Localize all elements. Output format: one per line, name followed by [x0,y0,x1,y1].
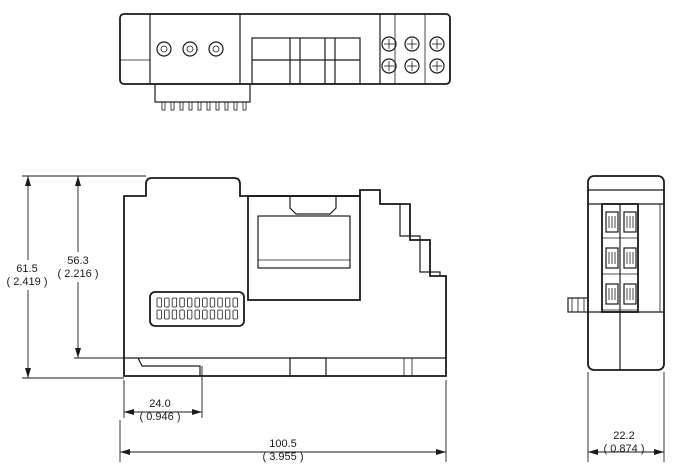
front-foot-step [137,357,201,376]
dimension-lines [22,175,665,462]
top-view [119,13,451,111]
front-clip-slot [289,357,327,377]
header-pin [215,101,220,111]
coax-connector [182,41,198,57]
connector-pin [171,309,178,320]
coax-connector-center [160,45,168,53]
connector-pin [224,309,231,320]
header-pin [197,101,202,111]
dimension-labels: 61.5 ( 2.419 ) 56.3 ( 2.216 ) 24.0 ( 0.9… [2,252,644,463]
connector-pin [186,309,193,320]
header-pin [206,101,211,111]
header-pin [188,101,193,111]
rj-module-window [257,215,351,269]
height-body-mm: 56.3 [67,255,88,267]
connector-pin [179,309,185,320]
side-terminal [605,283,619,305]
terminal-screw [429,36,445,52]
header-pin [233,101,238,111]
connector-pin [232,309,238,320]
arrowhead [75,348,81,358]
front-view-rail-step [380,203,441,276]
coax-connectors [156,41,224,57]
connector-pin [164,297,170,308]
terminal-screw [381,36,397,52]
terminal-screw [404,58,420,74]
terminal-screw [381,58,397,74]
side-view [567,175,665,371]
connector-pin [217,309,223,320]
connector-pin [202,309,208,320]
connector-pin [171,297,178,308]
connector-pin [202,297,208,308]
side-terminal [623,211,637,233]
length-overall-inch: ( 3.955 ) [263,451,304,463]
side-terminal [605,247,619,269]
latch-blocks [251,37,361,85]
foot-width-inch: ( 0.946 ) [140,411,181,423]
side-view-outline [587,175,665,371]
side-terminal [623,247,637,269]
terminal-screws [381,36,445,74]
side-terminals [602,211,638,311]
connector-pin [164,309,170,320]
rj-module-tab [289,196,337,215]
label-mask [2,260,54,290]
connector-pin [194,297,200,308]
rj-module [247,195,361,301]
arrowhead [588,449,598,455]
depth-side-mm: 22.2 [613,430,634,442]
connector-pin [186,297,193,308]
arrowhead [120,449,130,455]
connector-pin [209,297,216,308]
connector-pin [232,297,238,308]
pin-connector-housing [149,291,245,327]
arrowhead [654,449,664,455]
connector-pin [209,309,216,320]
depth-side-inch: ( 0.874 ) [604,443,645,455]
arrowhead [436,449,446,455]
terminal-screw [429,58,445,74]
foot-width-mm: 24.0 [149,398,170,410]
pin-header-pins [161,101,247,111]
arrowhead [25,176,31,186]
coax-connector-center [212,45,220,53]
pin-connector-pins [156,297,238,320]
connector-pin [156,297,162,308]
length-overall-mm: 100.5 [269,438,297,450]
front-view-outline [123,177,447,377]
header-pin [161,101,166,111]
header-pin [179,101,184,111]
top-view-left-section [149,13,241,85]
header-pin [224,101,229,111]
pin-header-body [154,83,251,103]
coax-connector [208,41,224,57]
arrowhead [25,368,31,378]
connector-pin [179,297,185,308]
side-terminal [623,283,637,305]
rj-module-housing [247,195,361,301]
arrowhead [124,409,134,415]
header-pin [170,101,175,111]
top-view-outline [119,13,451,85]
height-overall-inch: ( 2.419 ) [7,276,48,288]
arrowhead [75,176,81,186]
coax-connector [156,41,172,57]
connector-pin [194,309,200,320]
side-terminal [605,211,619,233]
latch-block-frame [251,37,361,85]
label-mask [52,252,104,282]
terminal-screw [404,36,420,52]
connector-pin [224,297,231,308]
front-view [123,177,447,377]
coax-connector-center [186,45,194,53]
height-overall-mm: 61.5 [16,263,37,275]
connector-pin [217,297,223,308]
header-pin [242,101,247,111]
height-body-inch: ( 2.216 ) [58,268,99,280]
arrowhead [192,409,202,415]
connector-pin [156,309,162,320]
